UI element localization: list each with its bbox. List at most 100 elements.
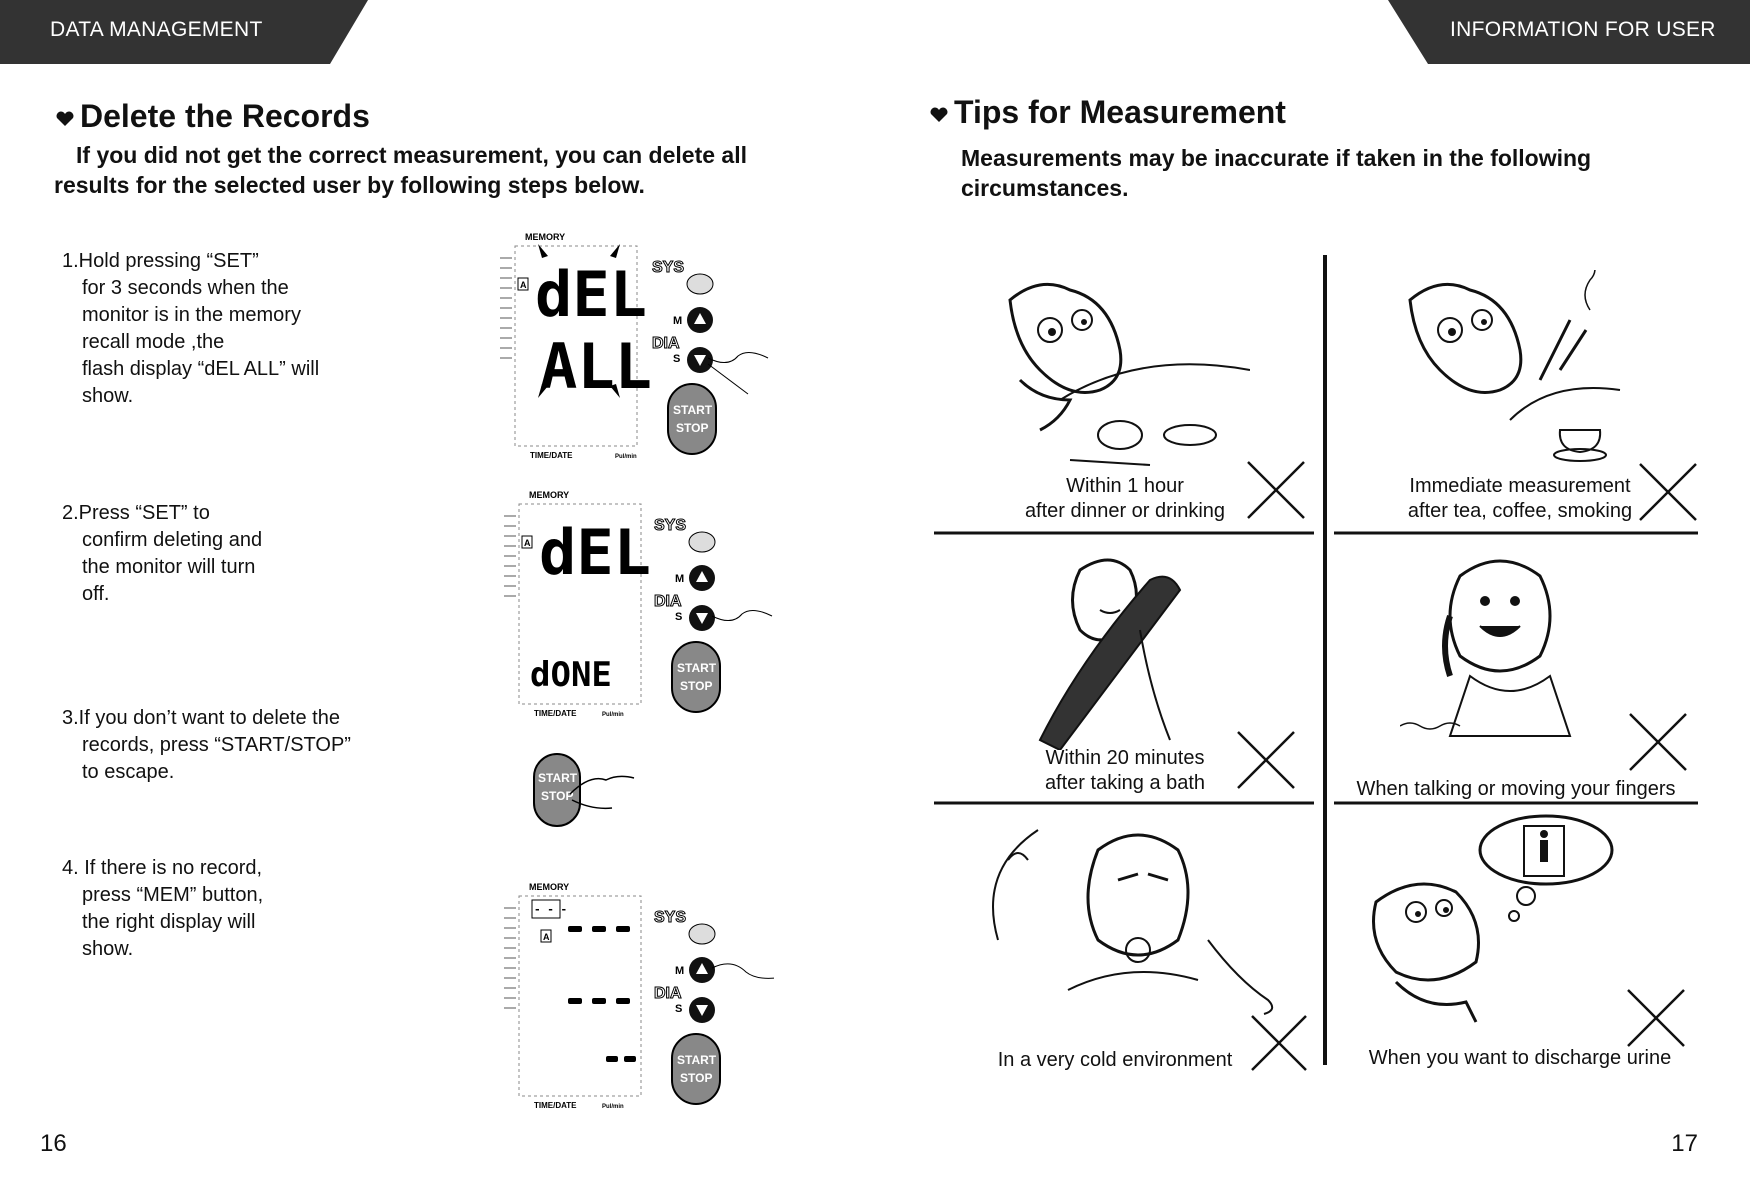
s-label: S [675,611,682,623]
lcd-line-1: dEL [535,258,647,331]
page-number-left: 16 [40,1130,67,1157]
lcd-line-2: dONE [530,655,612,695]
time-date-label: TIME/DATE [534,709,577,718]
memory-label: MEMORY [529,882,569,892]
left-banner-text: DATA MANAGEMENT [50,18,263,41]
time-date-label: TIME/DATE [530,451,573,460]
tip-line-2: after dinner or drinking [1024,500,1226,522]
stop-label: STOP [680,679,712,693]
step-4-line: press “MEM” button, [82,884,264,906]
step-1-line: for 3 seconds when the [82,277,289,299]
step-2-line: confirm deleting and [82,529,263,551]
step-3: 3.If you don’t want to delete the record… [62,705,351,786]
right-banner [1388,0,1750,64]
step-1-line: monitor is in the memory [82,304,301,326]
pulse-label: Pul/min [602,1104,624,1110]
dia-label: DIA [652,335,680,352]
page-number-right: 17 [1671,1130,1698,1157]
device-display-del-done: MEMORY A dEL dONE SYS DIA M S START STOP… [504,490,773,718]
device-display-del-all: MEMORY A dEL ALL SYS DIA M S START STOP … [500,232,769,460]
tip-label: Within 20 minutes after taking a bath [1000,746,1250,796]
start-stop-button[interactable] [671,641,721,713]
cross-icon [1639,463,1697,521]
user-label: A [524,538,531,548]
dia-label: DIA [654,985,682,1002]
stop-label: STOP [541,789,573,803]
left-banner [0,0,368,64]
stop-label: STOP [680,1071,712,1085]
s-label: S [673,353,680,365]
device-display-no-record: MEMORY - - - A SYS DIA M S START STOP TI… [504,882,774,1110]
cross-icon [1237,731,1295,789]
tip-line-2: after taking a bath [1044,772,1206,794]
start-label: START [538,771,578,785]
tip-line-1: Immediate measurement [1409,475,1631,497]
pulse-label: Pul/min [615,454,637,460]
lcd-line-2: ALL [540,330,652,403]
right-intro-line1: Measurements may be inaccurate if taken … [961,145,1592,171]
right-intro-line2: circumstances. [961,175,1129,201]
step-1-line: show. [82,385,134,407]
memory-label: MEMORY [529,490,569,500]
step-3-line: records, press “START/STOP” [82,734,351,756]
dia-label: DIA [654,593,682,610]
user-label: A [520,280,527,290]
device-start-stop-press: START STOP [533,753,635,827]
step-2: 2.Press “SET” to confirm deleting and th… [62,500,262,608]
tips-grid [934,255,1698,1065]
user-label: A [543,932,550,942]
cross-icon [1247,461,1305,519]
tip-label: When you want to discharge urine [1350,1046,1690,1071]
tip-label: When talking or moving your fingers [1336,777,1696,802]
tip-line-1: Within 1 hour [1066,475,1184,497]
left-section-title: Delete the Records [56,98,370,135]
left-title-text: Delete the Records [80,98,370,134]
m-label: M [675,965,684,977]
tip-line-1: Within 20 minutes [1045,747,1205,769]
talking-icon [1400,559,1572,737]
step-4-line: show. [82,938,134,960]
memory-label: MEMORY [525,232,565,242]
start-stop-button[interactable] [533,753,581,827]
start-label: START [677,661,717,675]
start-stop-button[interactable] [671,1033,721,1105]
lcd-small-dashes: - - - [534,903,567,916]
step-3-line: 3.If you don’t want to delete the [62,707,340,729]
left-intro-line2: results for the selected user by followi… [54,172,645,198]
step-2-line: off. [82,583,110,605]
step-4: 4. If there is no record, press “MEM” bu… [62,855,263,963]
right-intro: Measurements may be inaccurate if taken … [961,143,1721,203]
m-label: M [675,573,684,585]
m-label: M [673,315,682,327]
step-1-line: flash display “dEL ALL” will [82,358,320,380]
heart-icon [56,111,74,126]
cross-icon [1629,713,1687,771]
sys-label: SYS [652,259,684,276]
tip-label: Within 1 hour after dinner or drinking [1000,474,1250,524]
smoking-icon [1408,270,1621,462]
step-1: 1.Hold pressing “SET” for 3 seconds when… [62,248,319,410]
cross-icon [1251,1015,1307,1071]
step-2-line: 2.Press “SET” to [62,502,210,524]
start-label: START [673,403,713,417]
right-section-title: Tips for Measurement [930,94,1286,131]
cold-icon [992,829,1274,1015]
start-label: START [677,1053,717,1067]
tip-label: In a very cold environment [980,1048,1250,1073]
heart-icon [930,107,948,122]
tip-line-2: after tea, coffee, smoking [1407,500,1633,522]
step-2-line: the monitor will turn [82,556,256,578]
sys-label: SYS [654,909,686,926]
right-banner-text: INFORMATION FOR USER [1450,18,1716,41]
bath-icon [1038,558,1182,750]
tip-line-1: In a very cold environment [997,1049,1233,1071]
right-title-text: Tips for Measurement [954,94,1286,130]
s-label: S [675,1003,682,1015]
step-3-line: to escape. [82,761,175,783]
left-intro: If you did not get the correct measureme… [54,140,814,200]
step-4-line: the right display will [82,911,256,933]
toilet-icon [1372,814,1614,1023]
start-stop-button[interactable] [667,383,717,455]
tip-line-1: When talking or moving your fingers [1356,778,1676,800]
pulse-label: Pul/min [602,712,624,718]
